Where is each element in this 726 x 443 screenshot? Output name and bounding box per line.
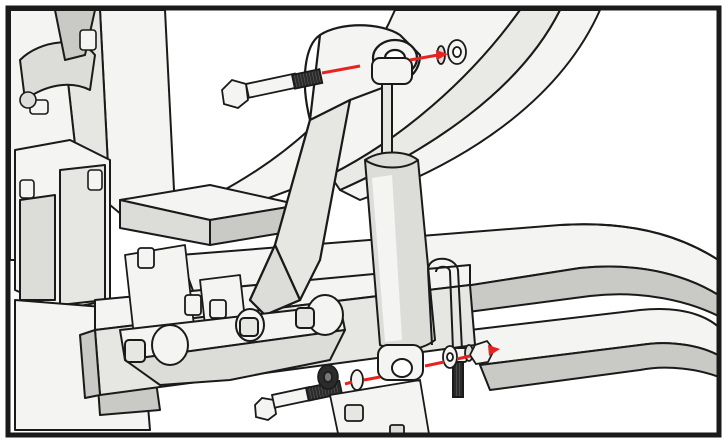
right-margin (719, 8, 726, 443)
left-fasteners (19, 29, 103, 199)
upper-bolt-icon (221, 68, 324, 109)
lower-washer-icon (350, 339, 496, 391)
lower-tube (469, 308, 726, 391)
red-assembly-axis-lower-icon (344, 345, 500, 386)
red-assembly-axis-icon (321, 50, 448, 75)
left-margin (0, 0, 8, 443)
lock-nut-icon (317, 364, 339, 390)
mount-brackets (124, 244, 246, 346)
figure-frame-outline (5, 5, 722, 438)
bottom-margin (0, 435, 726, 443)
center-box-tube (119, 184, 301, 246)
shock-absorber-icon (363, 57, 437, 381)
lower-link (119, 294, 346, 386)
top-margin (0, 0, 726, 8)
